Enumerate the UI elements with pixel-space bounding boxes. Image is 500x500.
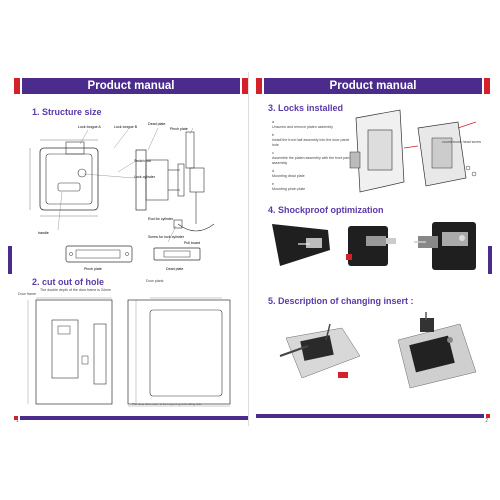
label-switch-rod: Switch rod bbox=[134, 159, 151, 163]
label-handle: handle bbox=[38, 231, 49, 235]
step-b-text: Install the front half assembly into the… bbox=[272, 138, 350, 147]
label-screw-for-lock: Screw for lock cylinder bbox=[148, 235, 185, 239]
left-page: Product manual 1. Structure size bbox=[14, 72, 248, 426]
right-header-bar bbox=[256, 78, 490, 94]
shockproof-photo-3 bbox=[414, 222, 476, 270]
section1-title: 1. Structure size bbox=[32, 107, 102, 117]
right-footer-bar bbox=[256, 414, 484, 418]
left-header-title: Product manual bbox=[87, 80, 175, 92]
step-b-letter: b bbox=[272, 133, 274, 137]
section4-title: 4. Shockproof optimization bbox=[268, 205, 384, 215]
label-dead-plate: Dead plate bbox=[148, 122, 165, 126]
section2-door-frame: Door frame bbox=[18, 292, 36, 296]
page-gutter bbox=[248, 72, 249, 426]
label-lock-cylinder: Lock cylinder bbox=[134, 175, 156, 179]
label-pull-board: Pull board bbox=[184, 241, 200, 245]
label-rod-for-cylinder: Rod for cylinder bbox=[148, 217, 174, 221]
section2-note: The double depth of the door frame is 34… bbox=[40, 288, 111, 292]
shockproof-photo-1 bbox=[272, 224, 330, 266]
section5-title: 5. Description of changing insert : bbox=[268, 296, 414, 306]
cutout-diagram bbox=[27, 297, 231, 407]
label-pinch-plate-bottom: Pinch plate bbox=[84, 267, 102, 271]
section2-door-plank: Door plank bbox=[146, 279, 164, 283]
countersunk-label: countersunk head screw bbox=[442, 140, 481, 144]
right-side-bar bbox=[488, 246, 492, 274]
section2-title: 2. cut out of hole bbox=[32, 277, 104, 287]
left-header-bar bbox=[14, 78, 248, 94]
left-side-bar bbox=[8, 246, 12, 274]
left-footer-bar bbox=[20, 416, 248, 420]
shockproof-photo-2 bbox=[346, 226, 396, 266]
left-page-number: 1 bbox=[16, 418, 19, 424]
right-page: Product manual 3. Locks installed a Unsc… bbox=[256, 72, 490, 426]
label-lock-tongue-b: Lock tongue B bbox=[114, 125, 138, 129]
section2-bottom-note: The clear dimension is from opening to b… bbox=[132, 402, 202, 406]
step-d-letter: d bbox=[272, 169, 274, 173]
step-d-text: Mounting dead plate bbox=[272, 174, 305, 178]
step-e-text: Mounting pinch plate bbox=[272, 187, 306, 191]
right-header-title: Product manual bbox=[329, 80, 417, 92]
step-a-letter: a bbox=[272, 120, 274, 124]
step-c-letter: c bbox=[272, 151, 274, 155]
install-steps: a Unscrew and remove platen assembly b I… bbox=[272, 120, 352, 192]
right-page-number: 2 bbox=[485, 418, 488, 424]
section3-title: 3. Locks installed bbox=[268, 103, 344, 113]
label-lock-tongue-a: Lock tongue A bbox=[78, 125, 101, 129]
structure-diagram: Lock tongue A Lock tongue B Dead plate P… bbox=[29, 122, 215, 271]
step-c-text: Assemble the platen assembly with the fr… bbox=[272, 156, 350, 165]
insert-photo-1 bbox=[279, 323, 361, 379]
insert-photo-2 bbox=[397, 312, 477, 389]
step-e-letter: e bbox=[272, 182, 274, 186]
install-diagram bbox=[349, 109, 477, 193]
label-dead-plate-bottom: Dead plate bbox=[166, 267, 183, 271]
step-a-text: Unscrew and remove platen assembly bbox=[272, 125, 333, 129]
label-pinch-plate: Pinch plate bbox=[170, 127, 188, 131]
